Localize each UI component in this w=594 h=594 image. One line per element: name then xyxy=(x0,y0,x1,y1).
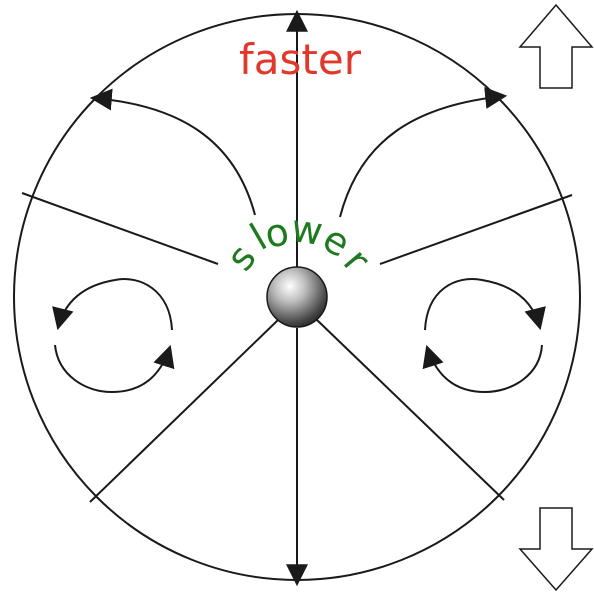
divider-left-upper xyxy=(21,192,219,265)
rotate-left-top-arc xyxy=(52,278,173,331)
joystick-ball[interactable] xyxy=(266,266,328,328)
up-arrow-icon[interactable] xyxy=(518,3,594,89)
rotate-left-bottom-arc xyxy=(54,344,175,394)
rotate-right-bottom-arc xyxy=(422,344,543,394)
rotate-arrows-left xyxy=(52,278,175,394)
divider-right-lower xyxy=(316,319,505,501)
divider-left-lower xyxy=(89,319,279,503)
divider-right-upper xyxy=(379,194,573,265)
rotate-arrows-right xyxy=(422,278,546,394)
down-arrow-icon[interactable] xyxy=(518,507,594,592)
rotate-right-top-arc xyxy=(424,278,546,331)
arrow-forward-right xyxy=(339,87,508,218)
turn-arrows xyxy=(89,87,508,218)
slower-letter: w xyxy=(289,206,326,254)
arrow-forward-left xyxy=(89,88,256,216)
faster-label: faster xyxy=(239,35,362,84)
sector-dividers xyxy=(21,192,573,503)
